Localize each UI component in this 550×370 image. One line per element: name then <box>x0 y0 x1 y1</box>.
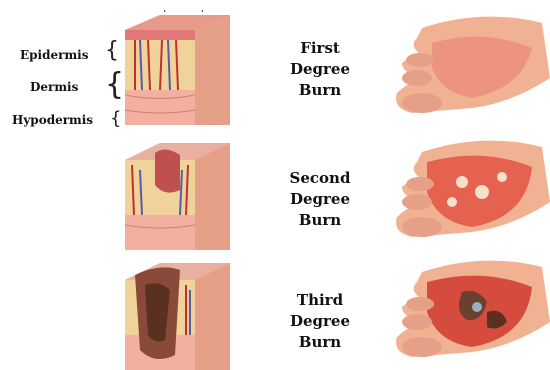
stage-title-line: Burn <box>270 210 370 231</box>
stage-title-line: Degree <box>270 311 370 332</box>
brace-epidermis: { <box>105 40 119 62</box>
label-dermis: Dermis <box>30 80 78 94</box>
stage-title-second: Second Degree Burn <box>270 168 370 231</box>
stage-title-first: First Degree Burn <box>270 38 370 101</box>
stage-title-line: Burn <box>270 332 370 353</box>
first-degree-skin-diagram <box>120 10 235 125</box>
second-degree-skin-diagram <box>120 135 235 250</box>
stage-title-line: Degree <box>270 59 370 80</box>
skin-layer-labels: Epidermis { Dermis { Hypodermis { <box>0 0 120 140</box>
stage-title-line: Third <box>270 290 370 311</box>
stage-title-line: First <box>270 38 370 59</box>
first-degree-hand-image <box>392 8 550 126</box>
label-epidermis: Epidermis <box>20 48 88 62</box>
third-degree-hand-image <box>392 252 550 370</box>
stage-title-line: Degree <box>270 189 370 210</box>
third-degree-skin-diagram <box>120 255 235 370</box>
label-hypodermis: Hypodermis <box>12 113 93 127</box>
stage-title-line: Burn <box>270 80 370 101</box>
second-degree-hand-image <box>392 132 550 250</box>
stage-title-line: Second <box>270 168 370 189</box>
stage-title-third: Third Degree Burn <box>270 290 370 353</box>
